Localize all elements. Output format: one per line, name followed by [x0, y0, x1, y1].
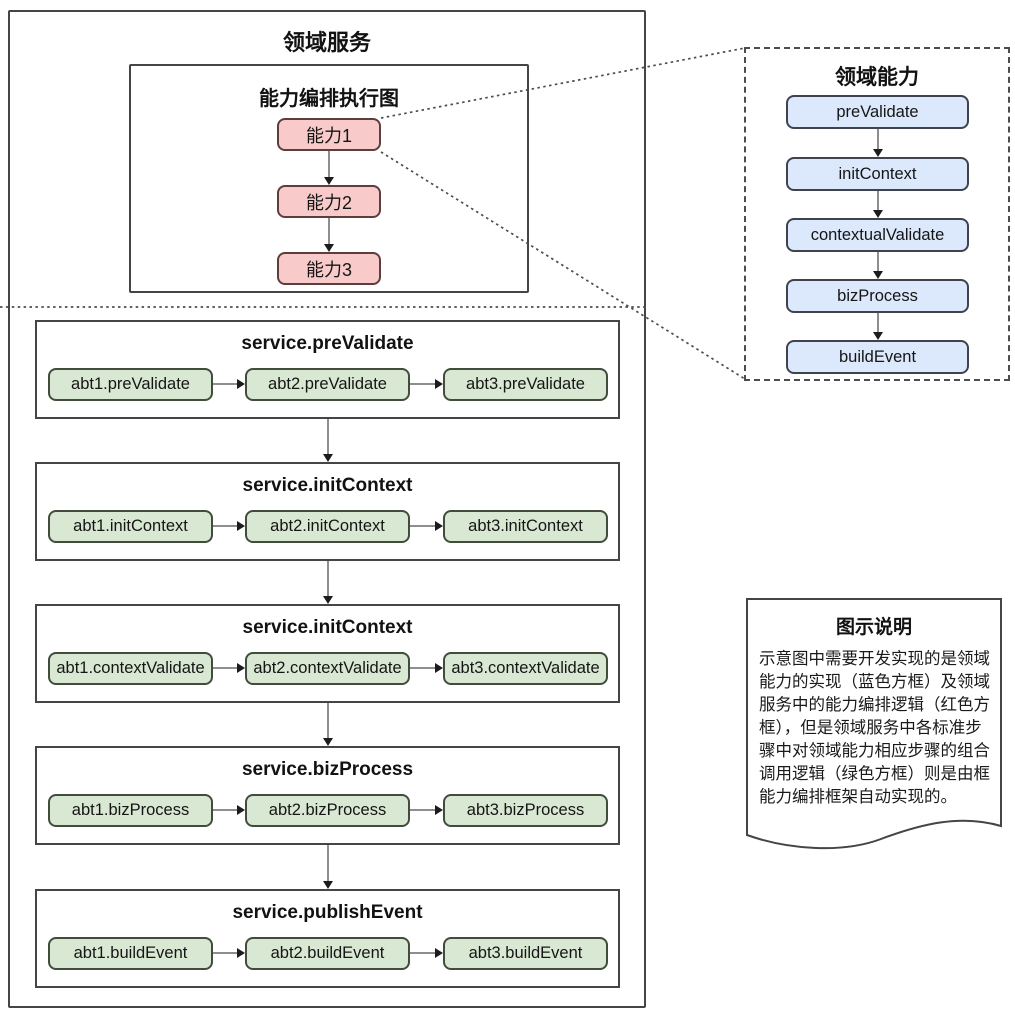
capability-step-node: contextualValidate: [786, 218, 969, 252]
down-arrow-connector: [872, 313, 884, 340]
capability-step-node: initContext: [786, 157, 969, 191]
service-step-box-initcontext: service.initContext abt1.initContext abt…: [35, 462, 620, 561]
abt-node: abt1.contextValidate: [48, 652, 213, 685]
right-arrow-connector: [213, 520, 245, 532]
abt-node: abt1.preValidate: [48, 368, 213, 401]
capability-step-node: preValidate: [786, 95, 969, 129]
abt-node: abt2.preValidate: [245, 368, 410, 401]
right-arrow-connector: [410, 520, 443, 532]
abt-node: abt2.bizProcess: [245, 794, 410, 827]
abt-node: abt3.contextValidate: [443, 652, 608, 685]
right-arrow-connector: [213, 804, 245, 816]
legend-note-text-line: 框），但是领域服务中各标准步: [759, 719, 982, 737]
right-arrow-connector: [410, 947, 443, 959]
service-step-title: service.preValidate: [241, 333, 414, 354]
right-arrow-connector: [410, 662, 443, 674]
service-step-box-bizprocess: service.bizProcess abt1.bizProcess abt2.…: [35, 746, 620, 845]
domain-capability-title: 领域能力: [835, 66, 919, 89]
abt-node: abt3.bizProcess: [443, 794, 608, 827]
service-step-title: service.initContext: [242, 475, 413, 496]
capability-step-node: buildEvent: [786, 340, 969, 374]
down-arrow-connector: [322, 703, 334, 746]
down-arrow-connector: [323, 218, 335, 252]
abt-node: abt3.preValidate: [443, 368, 608, 401]
capability-node-3: 能力3: [277, 252, 381, 285]
abt-node: abt1.buildEvent: [48, 937, 213, 970]
legend-note-title: 图示说明: [835, 617, 912, 638]
service-step-title: service.initContext: [242, 617, 413, 638]
capability-node-1: 能力1: [277, 118, 381, 151]
execution-graph-box: 能力编排执行图 能力1 能力2 能力3: [129, 64, 529, 293]
abt-node: abt2.buildEvent: [245, 937, 410, 970]
legend-note-text-line: 骤中对领域能力相应步骤的组合: [759, 742, 990, 760]
service-step-box-contextvalidate: service.initContext abt1.contextValidate…: [35, 604, 620, 703]
capability-node-2: 能力2: [277, 185, 381, 218]
legend-note-text-line: 能力编排框架自动实现的。: [759, 788, 957, 806]
down-arrow-connector: [872, 191, 884, 218]
down-arrow-connector: [322, 419, 334, 462]
legend-note-text-line: 调用逻辑（绿色方框）则是由框: [759, 765, 990, 783]
service-step-box-publishevent: service.publishEvent abt1.buildEvent abt…: [35, 889, 620, 988]
abt-node: abt3.buildEvent: [443, 937, 608, 970]
service-step-box-prevalidate: service.preValidate abt1.preValidate abt…: [35, 320, 620, 419]
service-step-title: service.publishEvent: [232, 902, 423, 923]
right-arrow-connector: [410, 378, 443, 390]
service-step-title: service.bizProcess: [241, 759, 414, 780]
domain-service-box: 领域服务 能力编排执行图 能力1 能力2 能力3 service.preVali…: [8, 10, 646, 1008]
abt-node: abt1.bizProcess: [48, 794, 213, 827]
down-arrow-connector: [322, 845, 334, 889]
abt-node: abt3.initContext: [443, 510, 608, 543]
right-arrow-connector: [410, 804, 443, 816]
domain-service-title: 领域服务: [282, 30, 371, 55]
legend-note-text-line: 能力的实现（蓝色方框）及领域: [759, 673, 990, 691]
down-arrow-connector: [323, 151, 335, 185]
legend-note: 图示说明 示意图中需要开发实现的是领域 能力的实现（蓝色方框）及领域 服务中的能…: [746, 598, 1002, 856]
domain-capability-box: 领域能力 preValidate initContext contextualV…: [744, 47, 1010, 381]
down-arrow-connector: [322, 561, 334, 604]
down-arrow-connector: [872, 252, 884, 279]
abt-node: abt1.initContext: [48, 510, 213, 543]
capability-step-node: bizProcess: [786, 279, 969, 313]
execution-graph-title: 能力编排执行图: [259, 88, 399, 110]
legend-note-text-line: 示意图中需要开发实现的是领域: [759, 650, 990, 668]
abt-node: abt2.initContext: [245, 510, 410, 543]
legend-note-text-line: 服务中的能力编排逻辑（红色方: [759, 696, 990, 714]
right-arrow-connector: [213, 947, 245, 959]
abt-node: abt2.contextValidate: [245, 652, 410, 685]
note-shape: [746, 598, 1002, 850]
down-arrow-connector: [872, 129, 884, 157]
right-arrow-connector: [213, 662, 245, 674]
right-arrow-connector: [213, 378, 245, 390]
